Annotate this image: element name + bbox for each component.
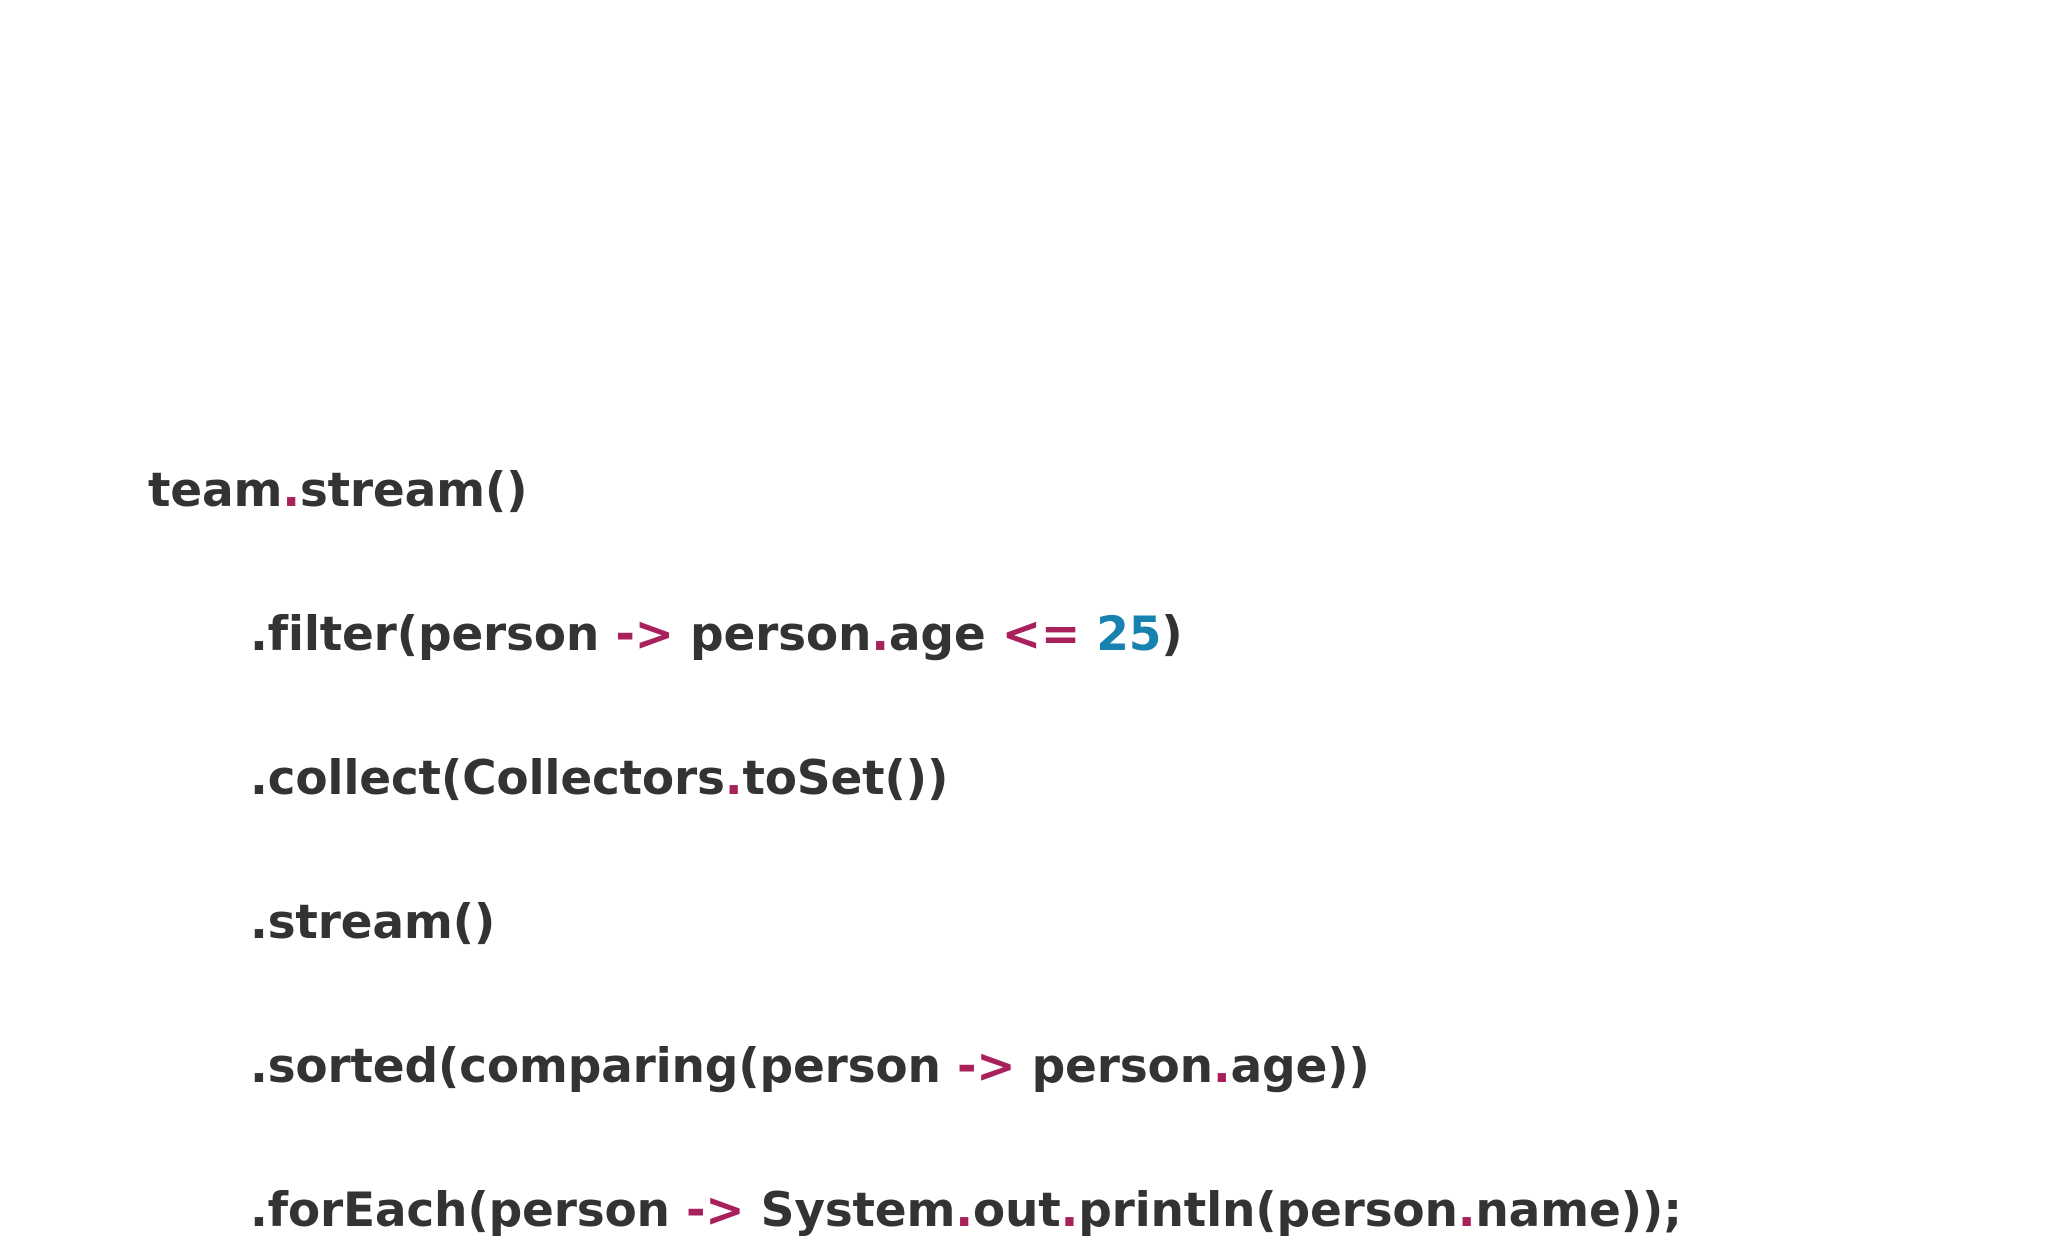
- code-token-plain: .filter(: [250, 607, 418, 662]
- code-token-arrow: ->: [956, 1039, 1016, 1094]
- code-token-ident: person: [488, 1183, 670, 1238]
- code-token-plain: [941, 1039, 957, 1094]
- code-token-paren: ): [1161, 607, 1183, 662]
- code-token-plain: .forEach(: [250, 1183, 489, 1238]
- code-token-paren: ()): [884, 751, 949, 806]
- code-token-ident: person: [690, 607, 872, 662]
- code-token-ident: out: [972, 1183, 1061, 1238]
- code-token-ident: team: [148, 463, 283, 518]
- code-token-ident: person: [759, 1039, 941, 1094]
- code-token-dot: .: [871, 607, 889, 662]
- code-token-number: 25: [1096, 607, 1162, 662]
- code-token-paren: (: [1255, 1183, 1277, 1238]
- code-token-ident: person: [1276, 1183, 1458, 1238]
- code-token-ident: name: [1475, 1183, 1621, 1238]
- code-token-dot: .: [1060, 1183, 1079, 1238]
- code-token-paren: (): [452, 895, 496, 950]
- code-token-dot: .: [955, 1183, 973, 1238]
- code-token-dot: .: [282, 463, 300, 518]
- code-token-paren: ));: [1620, 1183, 1682, 1238]
- code-token-ident: age: [888, 607, 986, 662]
- code-token-plain: [674, 607, 690, 662]
- code-token-plain: .collect(: [250, 751, 463, 806]
- code-token-ident: Collectors: [462, 751, 725, 806]
- code-token-dot: .: [1457, 1183, 1476, 1238]
- code-line: team.stream(): [148, 455, 1948, 527]
- code-token-ident: age: [1230, 1039, 1328, 1094]
- code-token-ident: println: [1078, 1183, 1256, 1238]
- code-token-dot: .: [724, 751, 743, 806]
- code-token-ident: toSet: [742, 751, 885, 806]
- code-token-plain: .sorted(comparing(: [250, 1039, 760, 1094]
- code-token-plain: [599, 607, 615, 662]
- code-line: .sorted(comparing(person -> person.age)): [148, 1031, 1948, 1103]
- code-line: .filter(person -> person.age <= 25): [148, 599, 1948, 671]
- code-token-ident: System: [760, 1183, 956, 1238]
- code-token-ident: person: [417, 607, 600, 662]
- code-token-plain: [1080, 607, 1096, 662]
- code-token-operator: <=: [1001, 607, 1081, 662]
- code-token-dot: .: [1212, 1039, 1231, 1094]
- code-token-plain: [745, 1183, 761, 1238]
- code-token-paren: (): [484, 463, 528, 518]
- code-line: .forEach(person -> System.out.println(pe…: [148, 1175, 1948, 1247]
- code-token-plain: .stream: [250, 895, 453, 950]
- code-token-arrow: ->: [686, 1183, 745, 1238]
- code-block: team.stream() .filter(person -> person.a…: [148, 455, 1948, 1247]
- slide-canvas: team.stream() .filter(person -> person.a…: [148, 463, 1683, 1238]
- code-token-arrow: ->: [615, 607, 674, 662]
- code-line: .stream(): [148, 887, 1948, 959]
- code-token-plain: [986, 607, 1002, 662]
- code-token-plain: [670, 1183, 686, 1238]
- code-token-plain: [1015, 1039, 1031, 1094]
- code-token-ident: person: [1031, 1039, 1213, 1094]
- code-token-paren: )): [1327, 1039, 1370, 1094]
- code-token-ident: stream: [299, 463, 485, 518]
- code-line: .collect(Collectors.toSet()): [148, 743, 1948, 815]
